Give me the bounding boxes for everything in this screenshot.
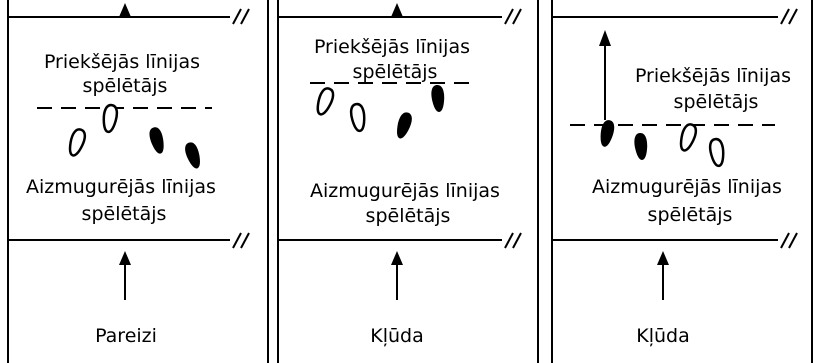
arrow-up-bottom (657, 251, 669, 300)
caption-error: Kļūda (370, 325, 423, 347)
front-player-label: Priekšējās līnijas spēlētājs (635, 65, 797, 113)
back-player-label: Aizmugurējās līnijas spēlētājs (310, 180, 506, 227)
panel-correct: Priekšējās līnijas spēlētājs Aizmugurējā… (7, 0, 269, 363)
player-feet (597, 118, 727, 168)
back-player-label: Aizmugurējās līnijas spēlētājs (592, 176, 788, 226)
caption-error: Kļūda (636, 325, 689, 347)
panel-error-2: Priekšējās līnijas spēlētājs Aizmugurējā… (551, 0, 813, 363)
net-break-mark (780, 8, 798, 249)
arrow-up-bottom (119, 251, 131, 300)
front-player-label: Priekšējās līnijas spēlētājs (314, 36, 476, 83)
court-frame (277, 0, 539, 363)
net-break-mark (232, 8, 250, 249)
back-player-label: Aizmugurējās līnijas spēlētājs (26, 176, 222, 225)
arrow-up-front-player (599, 30, 611, 120)
panel-error-1: Priekšējās līnijas spēlētājs Aizmugurējā… (277, 0, 539, 363)
front-player-label: Priekšējās līnijas spēlētājs (44, 51, 206, 97)
caption-correct: Pareizi (95, 325, 157, 347)
arrow-up-bottom (391, 251, 403, 300)
player-feet (313, 84, 446, 141)
player-feet (65, 102, 204, 171)
arrow-up-top (391, 3, 403, 17)
court-frame (551, 0, 813, 363)
arrow-up-top (119, 3, 131, 17)
net-break-mark (504, 8, 522, 249)
